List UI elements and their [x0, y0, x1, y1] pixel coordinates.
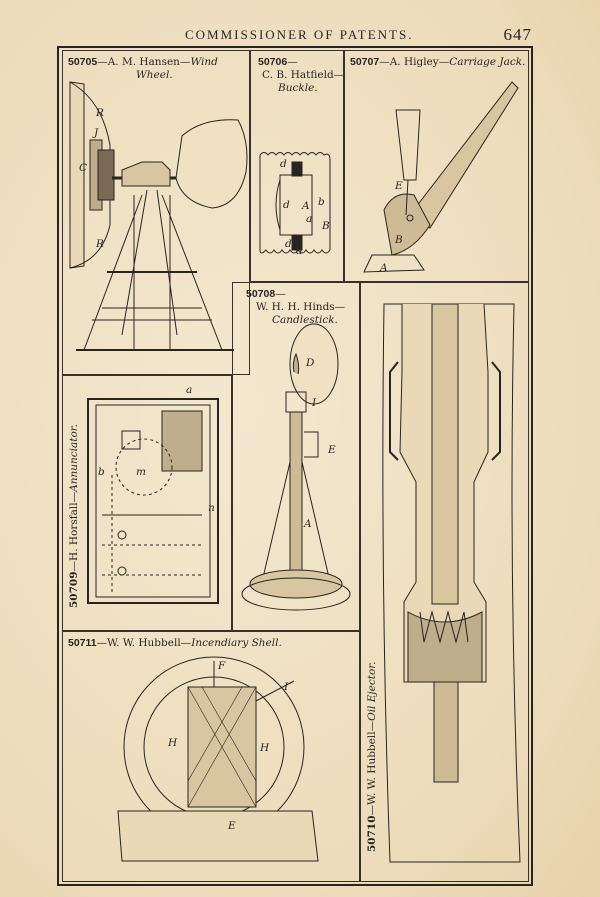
figure-letter: m: [136, 466, 146, 478]
incendiary-shell-drawing: [62, 631, 360, 882]
inventor-name: A. Higley—: [389, 56, 450, 68]
annunciator-drawing: [62, 375, 232, 631]
caption-50708-title: Candlestick.: [272, 314, 338, 326]
caption-50705-line2: Wheel.: [136, 69, 173, 81]
figure-letter: d: [285, 238, 292, 250]
figure-letter: E: [395, 180, 403, 192]
caption-50708-number: 50708—: [246, 288, 286, 300]
figure-letter: H: [168, 737, 178, 749]
figure-letter: R: [96, 107, 104, 119]
figure-letter: A: [304, 518, 312, 530]
caption-separator: —: [275, 288, 286, 300]
figure-letter: b: [318, 196, 325, 208]
plate-frame: [57, 46, 533, 886]
caption-50708-inventor: W. H. H. Hinds—: [256, 301, 345, 313]
figure-letter: d: [296, 245, 303, 257]
figure-letter: I: [284, 681, 289, 693]
figure-letter: B: [395, 234, 403, 246]
caption-50707: 50707—A. Higley—Carriage Jack.: [350, 56, 525, 68]
page-number: 647: [503, 25, 532, 44]
figure-letter: C: [79, 162, 88, 174]
invention-title-continued: Wheel.: [136, 69, 173, 81]
figure-letter: F: [218, 660, 226, 672]
figure-letter: A: [302, 200, 310, 212]
patent-number: 50706: [258, 56, 288, 68]
caption-50705: 50705—A. M. Hansen—Wind: [68, 56, 218, 68]
buckle-drawing: [250, 50, 344, 282]
figure-letter: n: [208, 502, 215, 514]
patent-number: 50711: [68, 637, 97, 649]
inventor-name: A. M. Hansen—: [107, 56, 191, 68]
figure-letter: a: [186, 384, 193, 396]
panel-annunciator: [62, 375, 232, 631]
invention-title: Carriage Jack.: [449, 56, 526, 68]
running-title: COMMISSIONER OF PATENTS.: [185, 27, 414, 42]
panel-buckle: [250, 50, 344, 282]
figure-letter: R: [96, 238, 104, 250]
caption-separator: —: [96, 637, 108, 649]
caption-separator: —: [379, 56, 390, 68]
inventor-name: W. H. H. Hinds—: [256, 301, 346, 313]
patent-number: 50708: [246, 288, 276, 300]
figure-letter: D: [306, 357, 315, 369]
invention-title: Wind: [190, 56, 218, 68]
inventor-name: C. B. Hatfield—: [262, 69, 345, 81]
invention-title: Buckle.: [278, 82, 318, 94]
caption-50706-title: Buckle.: [278, 82, 318, 94]
caption-separator: —: [97, 56, 108, 68]
figure-letter: d: [280, 158, 287, 170]
carriage-jack-drawing: [344, 50, 529, 282]
figure-letter: H: [260, 742, 270, 754]
panel-candlestick: [232, 282, 360, 631]
panel-carriage-jack: [344, 50, 529, 282]
candlestick-drawing: [232, 282, 360, 631]
inventor-name: W. W. Hubbell—: [107, 637, 192, 649]
oil-ejector-drawing: [360, 282, 529, 882]
invention-title: Candlestick.: [272, 314, 338, 326]
figure-letter: E: [228, 820, 236, 832]
figure-letter: B: [322, 220, 330, 232]
figure-letter: I: [312, 397, 317, 409]
caption-50706-number: 50706—: [258, 56, 298, 68]
figure-letter: d: [283, 199, 290, 211]
patent-number: 50707: [350, 56, 380, 68]
figure-letter: A: [380, 262, 388, 274]
figure-letter: J: [94, 127, 99, 139]
figure-letter: a: [306, 213, 313, 225]
figure-letter: b: [98, 466, 105, 478]
caption-50711: 50711—W. W. Hubbell—Incendiary Shell.: [68, 637, 282, 649]
wind-wheel-drawing: [62, 50, 250, 375]
panel-wind-wheel: [62, 50, 250, 375]
panel-incendiary-shell: [62, 631, 360, 882]
invention-title: Incendiary Shell.: [191, 637, 282, 649]
figure-letter: E: [328, 444, 336, 456]
panel-oil-ejector: [360, 282, 529, 882]
caption-50706-inventor: C. B. Hatfield—: [262, 69, 344, 81]
caption-separator: —: [287, 56, 298, 68]
patent-number: 50705: [68, 56, 98, 68]
